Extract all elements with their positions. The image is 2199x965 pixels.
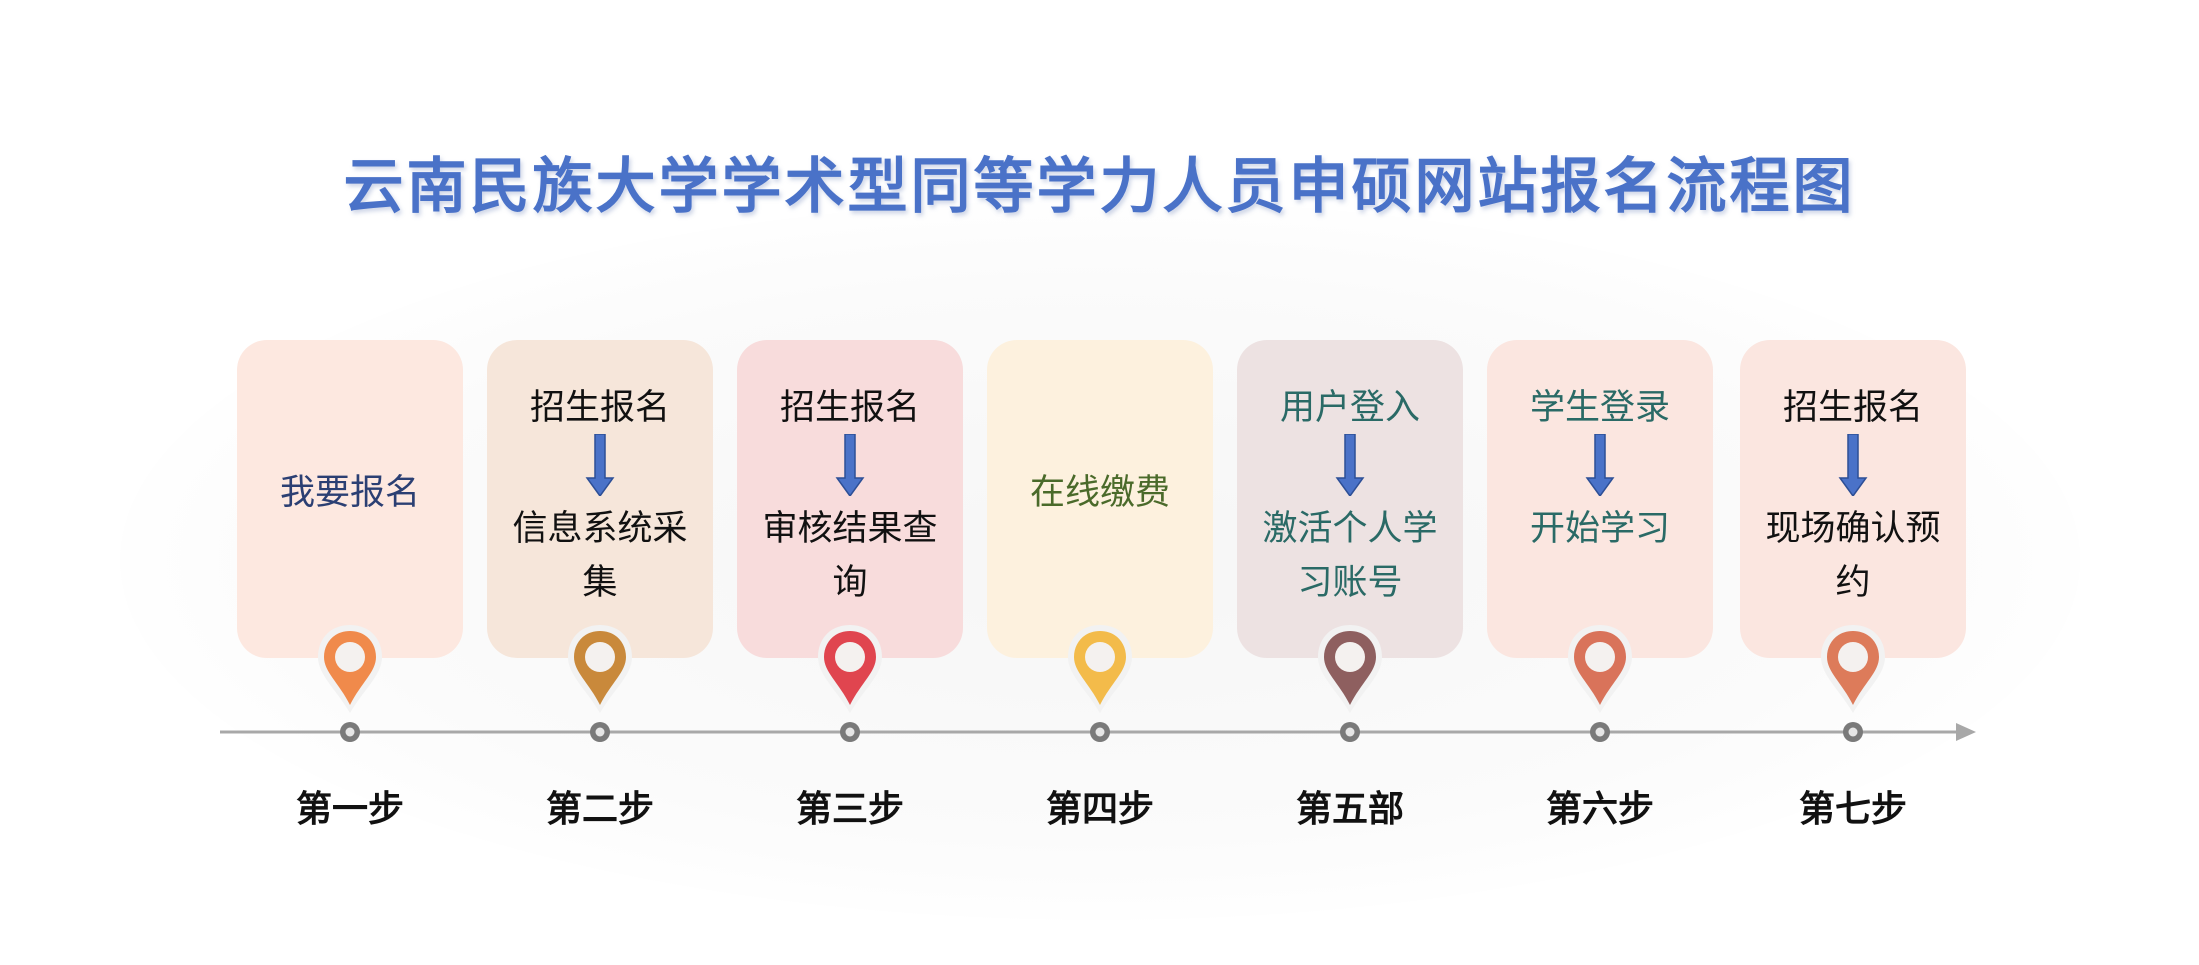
step-text-bottom: 激活个人学习账号	[1262, 509, 1438, 603]
step-label-1: 第一步	[295, 789, 404, 830]
step-label-4: 第四步	[1045, 789, 1154, 830]
map-pin-icon	[1318, 625, 1382, 713]
timeline-node	[340, 722, 360, 742]
step-text-bottom: 审核结果查询	[762, 509, 938, 603]
down-arrow-icon	[585, 434, 615, 496]
step-text: 我要报名	[279, 472, 420, 513]
down-arrow-icon	[1838, 434, 1868, 496]
step-text-top: 招生报名	[1782, 388, 1923, 428]
timeline-arrowhead	[1956, 723, 1976, 741]
step-text-bottom: 信息系统采集	[512, 509, 688, 603]
map-pin-icon	[1068, 625, 1132, 713]
timeline-node	[1090, 722, 1110, 742]
step-text-top: 招生报名	[529, 388, 670, 428]
down-arrow-icon	[1335, 434, 1365, 496]
step-card-1: 我要报名	[237, 340, 463, 658]
step-label-5: 第五部	[1295, 789, 1404, 830]
timeline-node	[1340, 722, 1360, 742]
step-text-bottom: 现场确认预约	[1765, 509, 1941, 603]
step-label-3: 第三步	[795, 789, 904, 830]
step-text-top: 招生报名	[779, 388, 920, 428]
down-arrow-icon	[1585, 434, 1615, 496]
step-card-4: 在线缴费	[987, 340, 1213, 658]
map-pin-icon	[568, 625, 632, 713]
diagram-title: 云南民族大学学术型同等学力人员申硕网站报名流程图	[343, 152, 1856, 222]
step-card-3: 招生报名审核结果查询	[737, 340, 963, 658]
step-label-2: 第二步	[545, 789, 654, 830]
timeline-node	[1843, 722, 1863, 742]
step-card-6: 学生登录开始学习	[1487, 340, 1713, 658]
timeline-node	[840, 722, 860, 742]
step-label-7: 第七步	[1798, 789, 1907, 830]
step-text-bottom: 开始学习	[1529, 509, 1670, 549]
map-pin-icon	[1821, 625, 1885, 713]
step-label-6: 第六步	[1545, 789, 1654, 830]
step-card-7: 招生报名现场确认预约	[1740, 340, 1966, 658]
timeline-node	[590, 722, 610, 742]
step-card-5: 用户登入激活个人学习账号	[1237, 340, 1463, 658]
map-pin-icon	[818, 625, 882, 713]
map-pin-icon	[1568, 625, 1632, 713]
step-text-top: 用户登入	[1279, 388, 1420, 428]
step-text-top: 学生登录	[1529, 388, 1670, 428]
timeline-node	[1590, 722, 1610, 742]
down-arrow-icon	[835, 434, 865, 496]
map-pin-icon	[318, 625, 382, 713]
step-text: 在线缴费	[1029, 472, 1170, 513]
step-card-2: 招生报名信息系统采集	[487, 340, 713, 658]
